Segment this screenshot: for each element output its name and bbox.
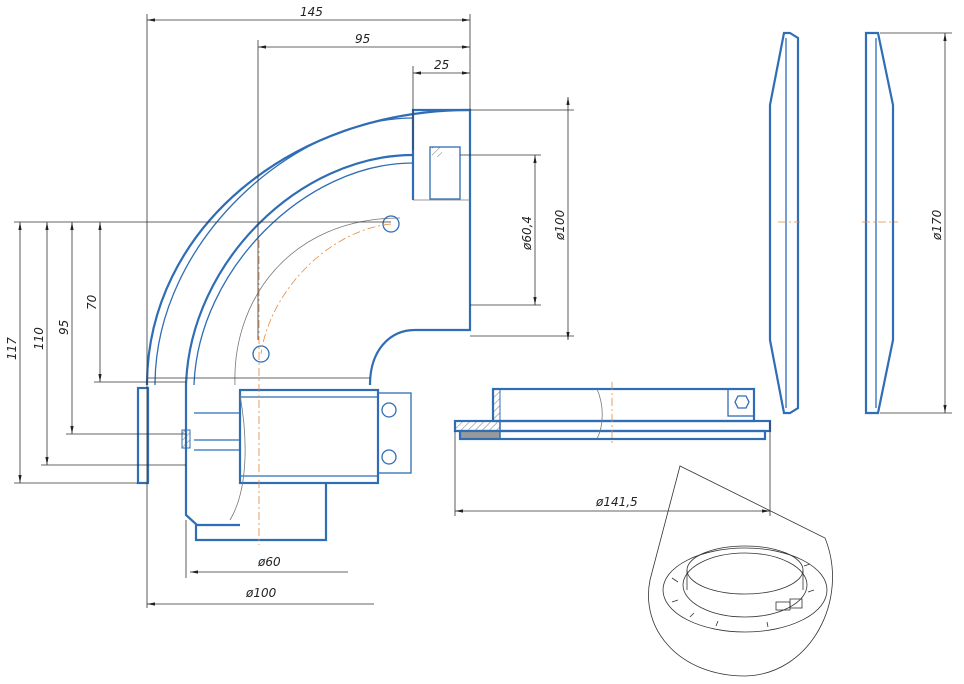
nut-icon bbox=[734, 395, 750, 409]
dim-95: 95 bbox=[355, 32, 370, 46]
dim-110: 110 bbox=[32, 327, 46, 350]
dim-25: 25 bbox=[434, 58, 449, 72]
detail-bubble bbox=[648, 465, 833, 677]
screw-icon bbox=[381, 449, 397, 465]
screw-icon bbox=[382, 215, 400, 233]
dim-95-left: 95 bbox=[57, 320, 71, 335]
elbow-view bbox=[136, 108, 472, 545]
dim-145: 145 bbox=[300, 5, 323, 19]
screw-icon bbox=[252, 345, 270, 363]
dim-dia-100-right: ø100 bbox=[553, 209, 567, 241]
right-dimensions: ø60,4 ø100 bbox=[460, 97, 574, 340]
top-dimensions: 145 95 25 bbox=[146, 5, 471, 385]
dim-70: 70 bbox=[85, 294, 99, 310]
dim-dia-141-5: ø141,5 bbox=[595, 495, 638, 509]
dim-dia-100-bottom: ø100 bbox=[245, 586, 277, 600]
dim-dia-60: ø60 bbox=[257, 555, 281, 569]
screw-icon bbox=[381, 402, 397, 418]
left-dimensions: 117 110 95 70 bbox=[5, 221, 391, 484]
dim-117: 117 bbox=[5, 337, 19, 360]
gasket-views: ø170 bbox=[768, 31, 952, 415]
dim-dia-170: ø170 bbox=[930, 209, 944, 241]
dim-dia-60-4: ø60,4 bbox=[520, 216, 534, 251]
flange-section: ø141,5 bbox=[453, 382, 772, 516]
bottom-dimensions: ø60 ø100 bbox=[146, 385, 374, 608]
